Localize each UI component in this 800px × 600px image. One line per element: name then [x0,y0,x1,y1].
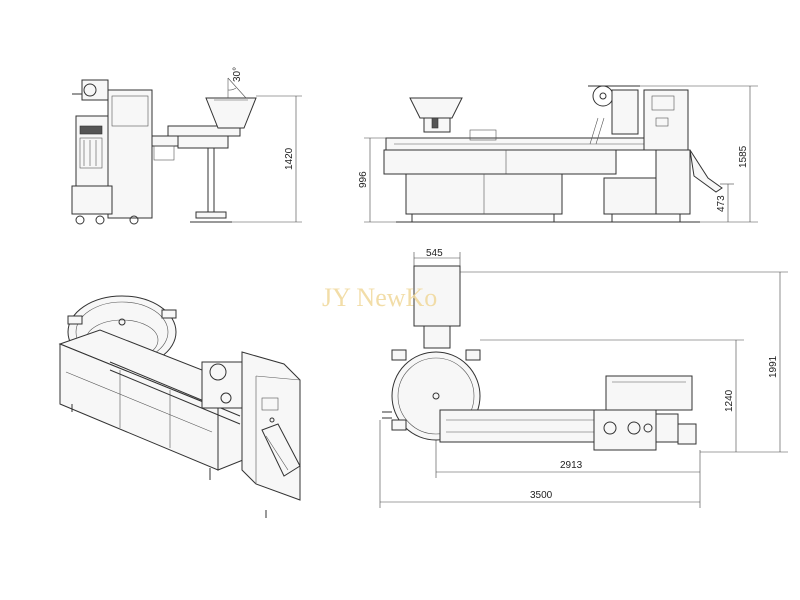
top-hopper-width-label: 545 [426,248,443,259]
front-height-label: 1420 [284,147,295,170]
isometric-view [58,295,301,518]
top-total-depth-label: 1991 [768,355,779,378]
side-height-right-label: 1585 [738,145,749,168]
top-view: 545 1991 1240 2913 3500 [379,248,788,508]
top-total-length-label: 3500 [530,490,553,501]
side-view: 996 1585 473 [358,85,758,223]
top-mid-depth-label: 1240 [724,389,735,412]
front-view: 30° 1420 [71,67,302,225]
watermark-text: JY NewKo [322,283,437,312]
side-discharge-height-label: 473 [716,195,727,212]
side-height-left-label: 996 [358,171,369,188]
front-angle-label: 30° [232,67,243,82]
top-mid-length-label: 2913 [560,460,583,471]
